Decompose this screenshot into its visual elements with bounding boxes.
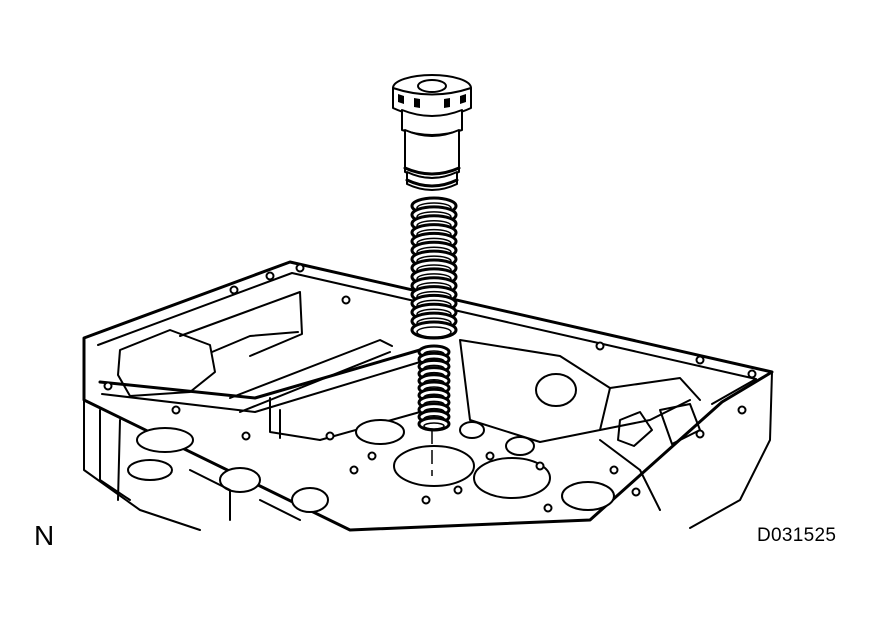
inner-spring [417, 344, 451, 432]
corner-label: N [34, 520, 55, 551]
valve-plug [392, 74, 472, 191]
outer-spring-coil-inner [416, 326, 452, 338]
valve-body-housing [82, 260, 774, 532]
inner-spring-coil [417, 416, 451, 432]
inner-spring-coil-inner [423, 422, 445, 430]
figure-code: D031525 [757, 525, 837, 546]
outer-spring-coil [410, 320, 458, 340]
outer-spring [410, 196, 458, 340]
